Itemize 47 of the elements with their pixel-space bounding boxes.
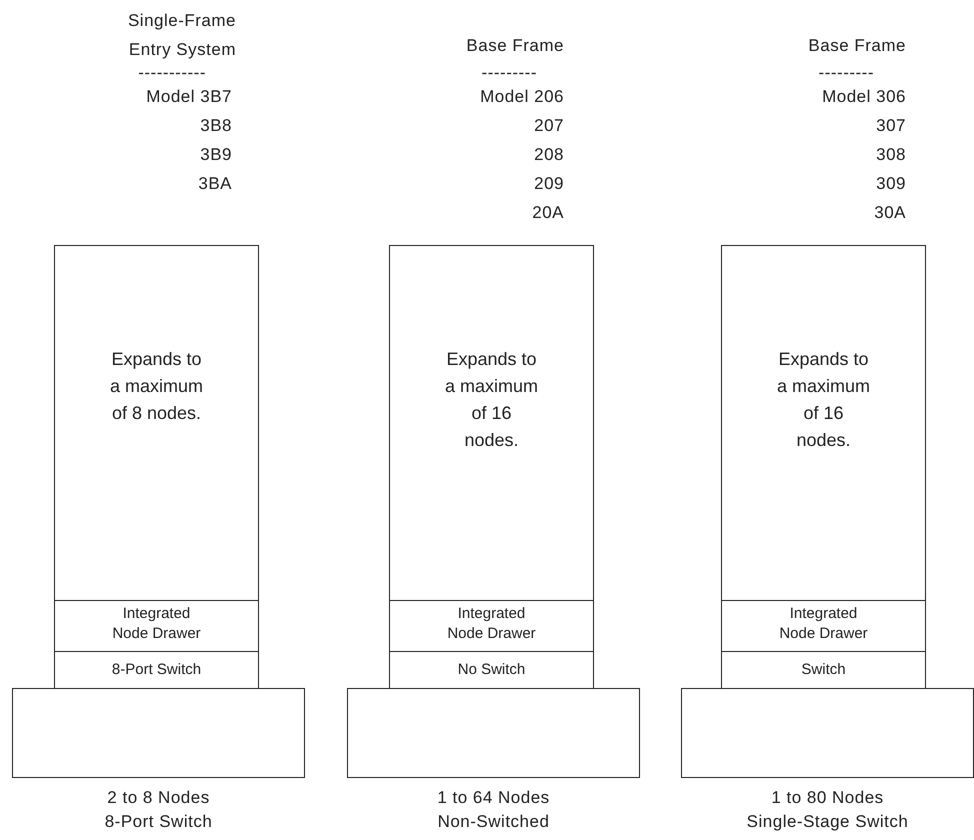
heading-text: 20A	[531, 202, 564, 224]
heading-text: -----------	[137, 62, 206, 84]
heading-text: Base Frame	[465, 35, 564, 57]
capacity-caption: 8-Port Switch	[104, 811, 214, 833]
heading-text: 30A	[873, 202, 906, 224]
switch-label: Switch	[800, 660, 847, 680]
heading-text: 3B9	[199, 144, 232, 166]
capacity-caption: 1 to 64 Nodes	[436, 787, 551, 809]
frame-description: Expands to a maximum of 8 nodes.	[108, 348, 204, 425]
heading-text: 209	[533, 173, 564, 195]
switch-label: No Switch	[456, 660, 526, 680]
base-box	[681, 688, 974, 778]
drawer-label: Integrated Node Drawer	[778, 604, 869, 644]
heading-text: 207	[533, 115, 564, 137]
drawer-label: Integrated Node Drawer	[111, 604, 202, 644]
capacity-caption: Non-Switched	[436, 811, 550, 833]
base-box	[12, 688, 305, 778]
heading-text: 3B8	[199, 115, 232, 137]
heading-text: 308	[875, 144, 906, 166]
heading-text: Model 206	[479, 86, 564, 108]
capacity-caption: Single-Stage Switch	[746, 811, 910, 833]
heading-text: ---------	[818, 62, 874, 84]
switch-label: 8-Port Switch	[110, 660, 202, 680]
frame-box	[389, 245, 594, 601]
heading-text: Model 3B7	[145, 86, 232, 108]
capacity-caption: 2 to 8 Nodes	[106, 787, 211, 809]
drawer-label: Integrated Node Drawer	[446, 604, 537, 644]
heading-text: 208	[533, 144, 564, 166]
drawer-box	[389, 600, 594, 652]
base-box	[347, 688, 640, 778]
frame-description: Expands to a maximum of 16 nodes.	[444, 348, 539, 452]
switch-box	[54, 651, 259, 689]
heading-text: ---------	[480, 62, 537, 84]
heading-text: Base Frame	[807, 35, 906, 57]
heading-text: 3BA	[197, 173, 232, 195]
drawer-box	[54, 600, 259, 652]
switch-box	[721, 651, 926, 689]
switch-box	[389, 651, 594, 689]
frame-description: Expands to a maximum of 16 nodes.	[776, 348, 871, 452]
heading-text: Model 306	[821, 86, 906, 108]
frame-box	[721, 245, 926, 601]
heading-text: Single-Frame Entry System	[126, 10, 236, 61]
heading-text: 309	[875, 173, 906, 195]
frame-box	[54, 245, 259, 601]
heading-text: 307	[875, 115, 906, 137]
capacity-caption: 1 to 80 Nodes	[770, 787, 885, 809]
drawer-box	[721, 600, 926, 652]
